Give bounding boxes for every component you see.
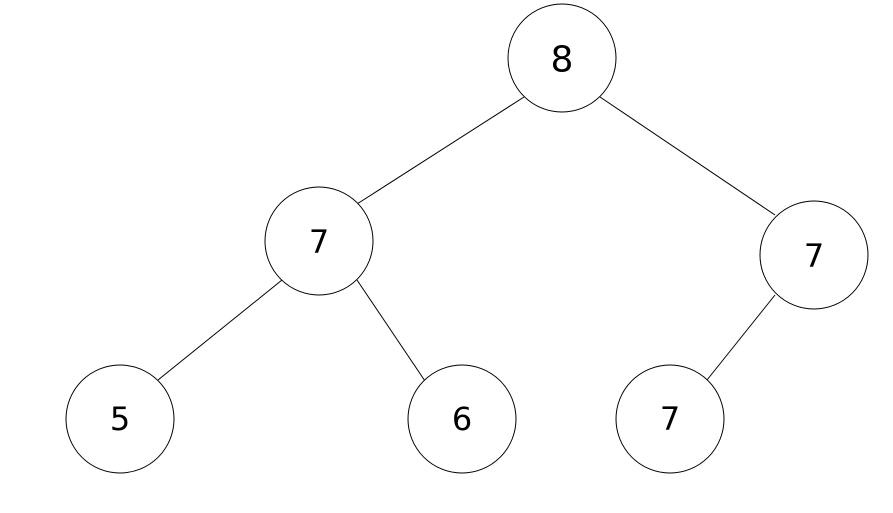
edge-left-left-right xyxy=(356,279,426,382)
edge-root-left xyxy=(356,96,525,205)
edge-right-right-left xyxy=(706,294,776,381)
tree-node-right: 7 xyxy=(759,200,869,310)
tree-node-root: 8 xyxy=(507,3,617,113)
node-circle xyxy=(615,364,725,474)
tree-node-right-left: 7 xyxy=(615,364,725,474)
tree-node-left-right: 6 xyxy=(407,364,517,474)
node-circle xyxy=(65,364,175,474)
edges-group xyxy=(157,96,776,382)
node-circle xyxy=(264,186,374,296)
node-value: 5 xyxy=(110,400,130,438)
node-value: 7 xyxy=(660,400,680,438)
edge-root-right xyxy=(599,96,776,216)
node-value: 7 xyxy=(804,237,824,275)
node-circle xyxy=(507,3,617,113)
tree-node-left: 7 xyxy=(264,186,374,296)
tree-node-left-left: 5 xyxy=(65,364,175,474)
edge-left-left-left xyxy=(157,279,283,381)
node-value: 7 xyxy=(309,223,329,261)
node-circle xyxy=(407,364,517,474)
node-value: 8 xyxy=(551,40,574,81)
node-circle xyxy=(759,200,869,310)
node-value: 6 xyxy=(452,400,472,438)
